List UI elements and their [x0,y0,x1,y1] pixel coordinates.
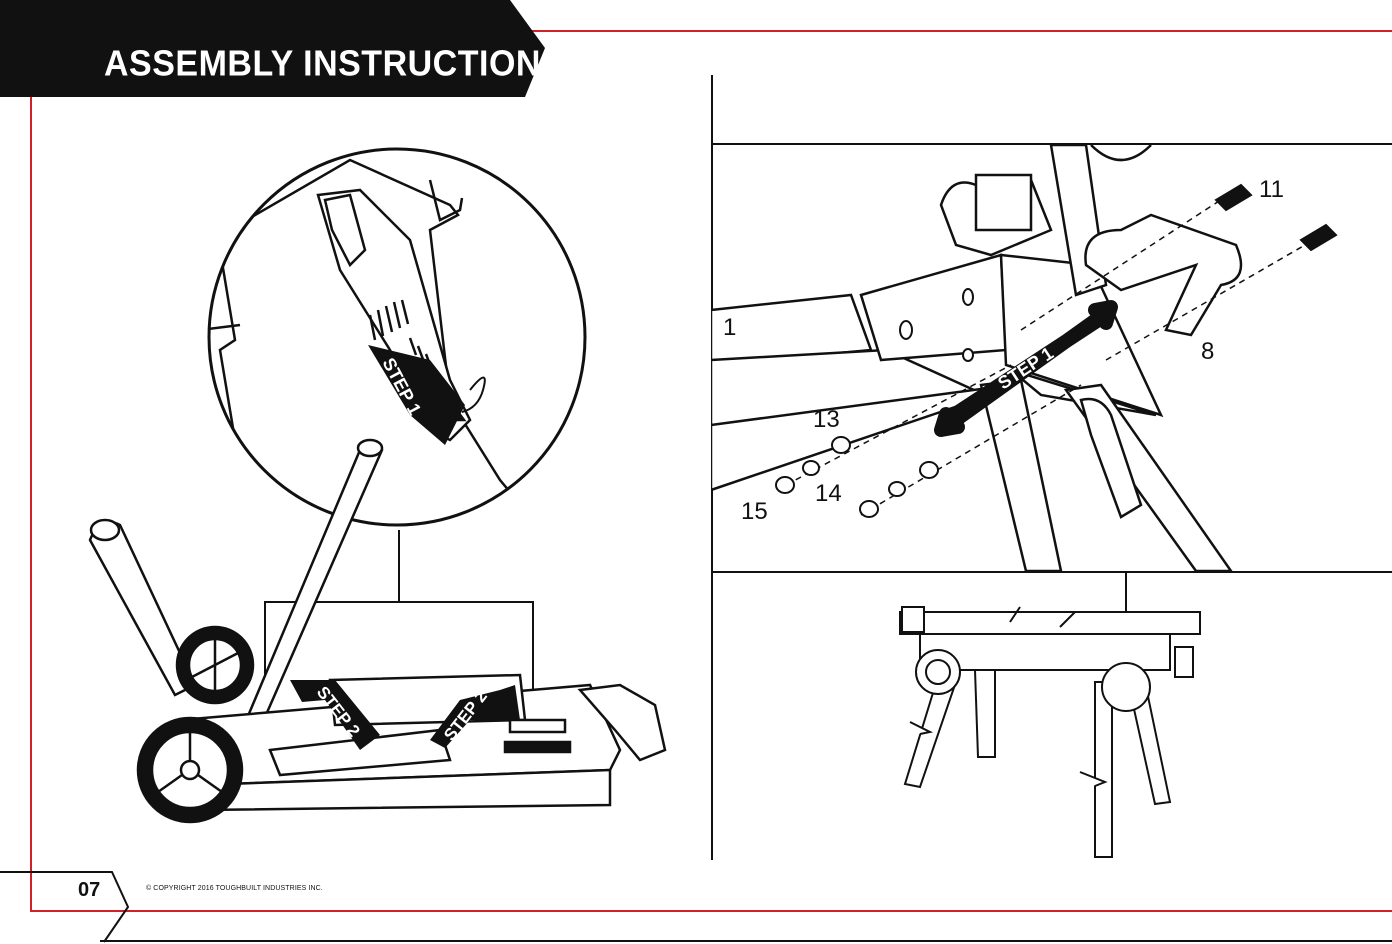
callout-part-1: 1 [723,314,736,341]
page-number: 07 [78,879,100,902]
bottom-rule [100,940,1392,942]
exploded-hardware-illustration: STEP 1 1 8 11 13 14 15 [711,145,1392,571]
copyright-notice: © COPYRIGHT 2016 TOUGHBUILT INDUSTRIES I… [146,885,323,892]
callout-part-8: 8 [1201,338,1214,365]
callout-part-14: 14 [815,480,842,507]
folded-stand-illustration: STEP 2 STEP 2 [80,430,680,830]
assembled-stand-illustration [880,572,1210,862]
footer-tab [0,870,130,944]
callout-part-15: 15 [741,498,768,525]
callout-part-11: 11 [1259,176,1284,203]
callout-part-13: 13 [813,406,840,433]
